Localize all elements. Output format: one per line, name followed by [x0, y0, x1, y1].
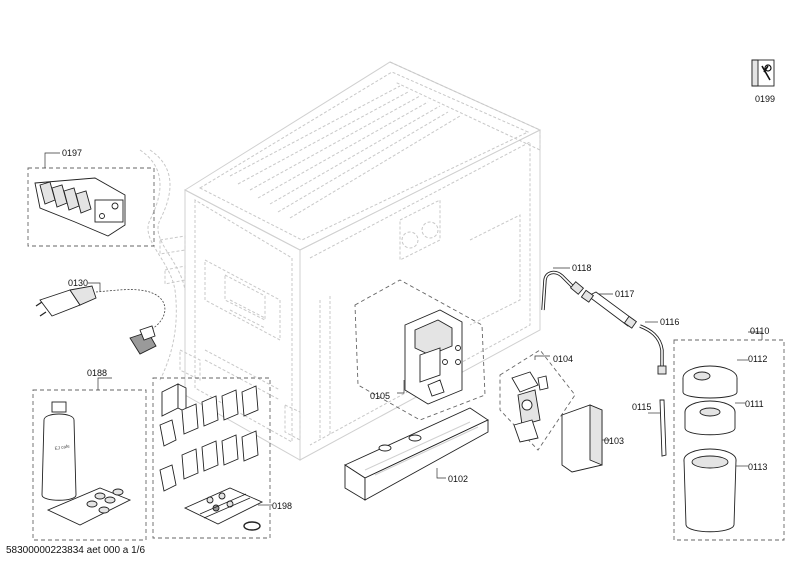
part-0115-rod: 0115	[632, 399, 667, 457]
label-0199: 0199	[755, 94, 775, 104]
label-0116: 0116	[660, 317, 679, 327]
part-0102-drip-tray: 0102	[344, 407, 489, 501]
appliance-housing-ghost	[139, 61, 542, 461]
label-0105: 0105	[370, 391, 390, 401]
label-0103: 0103	[604, 436, 624, 446]
label-0197: 0197	[62, 148, 82, 158]
svg-text:EJ cafe: EJ cafe	[54, 443, 70, 451]
label-0112: 0112	[748, 354, 767, 364]
label-0115: 0115	[632, 402, 651, 412]
part-0110-container-set: 0110 0112 0111 0113	[673, 326, 785, 541]
label-0102: 0102	[448, 474, 468, 484]
label-0188: 0188	[87, 368, 107, 378]
label-0198: 0198	[272, 501, 292, 511]
part-0118-hose: 0118	[541, 263, 591, 311]
label-0113: 0113	[748, 462, 767, 472]
label-0110: 0110	[750, 326, 769, 336]
part-0116-bent-pipe: 0116	[639, 317, 679, 375]
part-0198-small-parts-set: 0198	[152, 377, 292, 539]
part-0117-tube: 0117	[580, 289, 638, 329]
label-0130: 0130	[68, 278, 88, 288]
part-0103-pad: 0103	[561, 404, 624, 473]
part-0105-valve-block: 0105	[354, 279, 486, 421]
document-reference: 58300000223834 aet 000 a 1/6	[6, 545, 145, 556]
label-0111: 0111	[745, 399, 764, 409]
label-0104: 0104	[553, 354, 573, 364]
part-0199-service-manual-icon: 0199	[751, 59, 775, 104]
part-0104-valve-assembly: 0104	[499, 349, 576, 451]
part-0111-cap: 0111	[684, 399, 764, 436]
part-0197-connector-board: 0197	[27, 148, 155, 247]
part-0112-lid: 0112	[682, 354, 767, 399]
part-0130-power-cord: 0130	[35, 278, 166, 355]
label-0118: 0118	[572, 263, 591, 273]
part-0188-descaler-kit: 0188 EJ cafe	[32, 368, 147, 541]
label-0117: 0117	[615, 289, 634, 299]
part-0113-jar: 0113	[683, 448, 767, 533]
